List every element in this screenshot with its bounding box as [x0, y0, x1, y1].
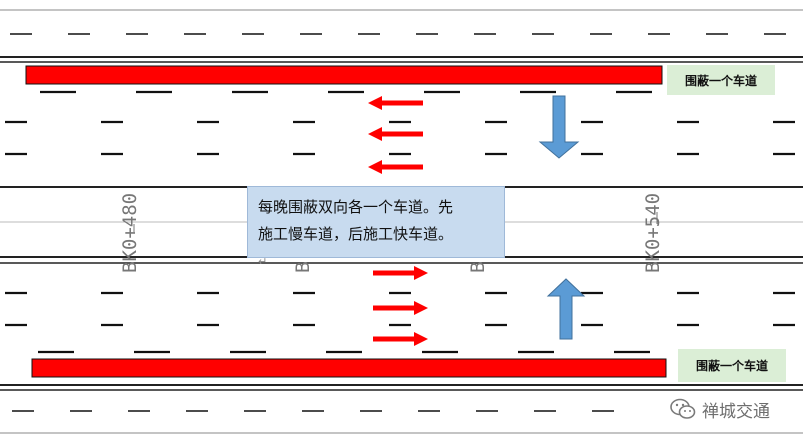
arrow-right-icon: [373, 332, 428, 346]
watermark-text: 禅城交通: [702, 401, 770, 422]
station-label-right: BK0+540: [642, 193, 664, 273]
station-label-partial-2: B: [467, 262, 489, 273]
closure-label-bottom: 围蔽一个车道: [678, 349, 786, 382]
closure-label-bottom-text: 围蔽一个车道: [695, 359, 768, 373]
traffic-arrows-eastbound: [373, 266, 428, 346]
return-mark-icon: ↵: [258, 255, 268, 268]
shift-down-arrow-icon: [538, 95, 580, 159]
arrow-right-icon: [373, 266, 428, 280]
arrow-right-icon: [373, 301, 428, 315]
callout-line-2-text: 施工慢车道，后施工快车道。: [258, 225, 454, 243]
traffic-arrows-westbound: [368, 96, 423, 174]
construction-note-callout: 每晚围蔽双向各一个车道。先 施工慢车道，后施工快车道。 ↵: [247, 186, 505, 268]
wechat-icon: [670, 398, 696, 419]
callout-line-2: 施工慢车道，后施工快车道。 ↵: [258, 221, 494, 275]
lane-markings: [5, 33, 795, 412]
closure-label-top: 围蔽一个车道: [667, 65, 775, 95]
station-label-partial-1: B: [292, 262, 314, 273]
arrow-left-icon: [368, 96, 423, 110]
closure-label-top-text: 围蔽一个车道: [684, 73, 757, 88]
arrow-left-icon: [368, 127, 423, 141]
shift-up-arrow-icon: [546, 278, 586, 340]
station-label-left: BK0+480: [119, 193, 141, 273]
callout-line-1: 每晚围蔽双向各一个车道。先: [258, 198, 454, 216]
closure-bar-bottom: [31, 358, 667, 378]
watermark: 禅城交通: [670, 396, 795, 422]
arrow-left-icon: [368, 160, 423, 174]
closure-bar-top: [25, 65, 663, 85]
